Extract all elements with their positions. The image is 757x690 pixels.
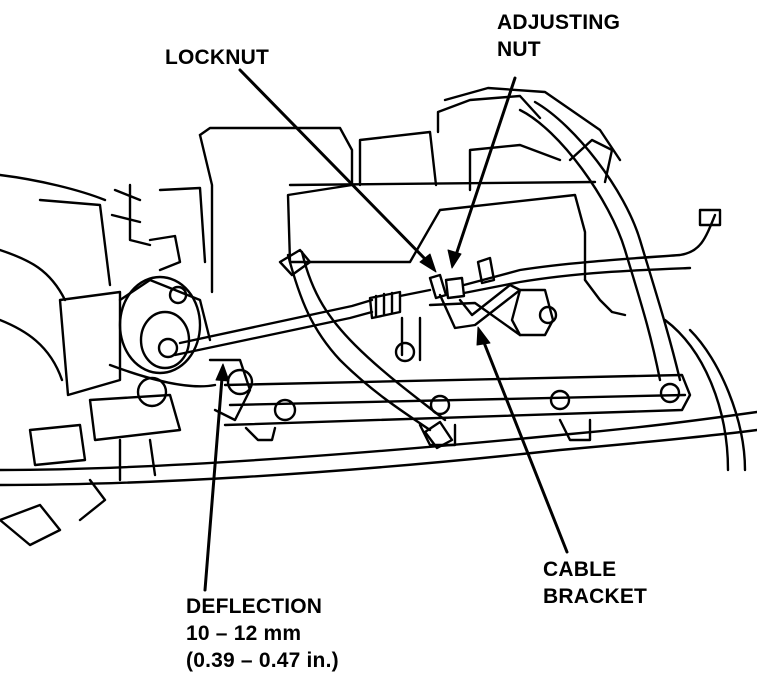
deflection-label-metric: 10 – 12 mm xyxy=(186,622,302,645)
deflection-label: DEFLECTION 10 – 12 mm (0.39 – 0.47 in.) xyxy=(186,593,339,674)
cable-bracket-label-line1: CABLE xyxy=(543,558,617,581)
deflection-arrow xyxy=(215,363,230,382)
adjusting-nut-label-line2: NUT xyxy=(497,38,541,61)
engine-block xyxy=(198,86,627,363)
cable-bracket-part xyxy=(438,283,522,330)
throttle-cable xyxy=(173,208,722,357)
deflection-label-imperial: (0.39 – 0.47 in.) xyxy=(186,649,339,672)
fuel-rail xyxy=(223,373,692,447)
leader-arrows xyxy=(203,68,569,592)
adjusting-nut-arrow xyxy=(447,249,462,269)
adjusting-nut-label: ADJUSTING NUT xyxy=(497,9,620,63)
adjusting-nut-label-line1: ADJUSTING xyxy=(497,11,621,34)
cable-bracket-arrow xyxy=(476,326,491,346)
locknut-arrow xyxy=(419,253,437,273)
locknut-label-text: LOCKNUT xyxy=(165,46,270,69)
hoses xyxy=(0,100,757,487)
deflection-label-title: DEFLECTION xyxy=(186,595,323,618)
cable-bracket-label: CABLE BRACKET xyxy=(543,556,647,610)
locknut-part xyxy=(428,273,448,300)
cable-bracket-label-line2: BRACKET xyxy=(543,585,648,608)
locknut-label: LOCKNUT xyxy=(165,44,269,71)
adjusting-nut-part xyxy=(444,276,466,300)
